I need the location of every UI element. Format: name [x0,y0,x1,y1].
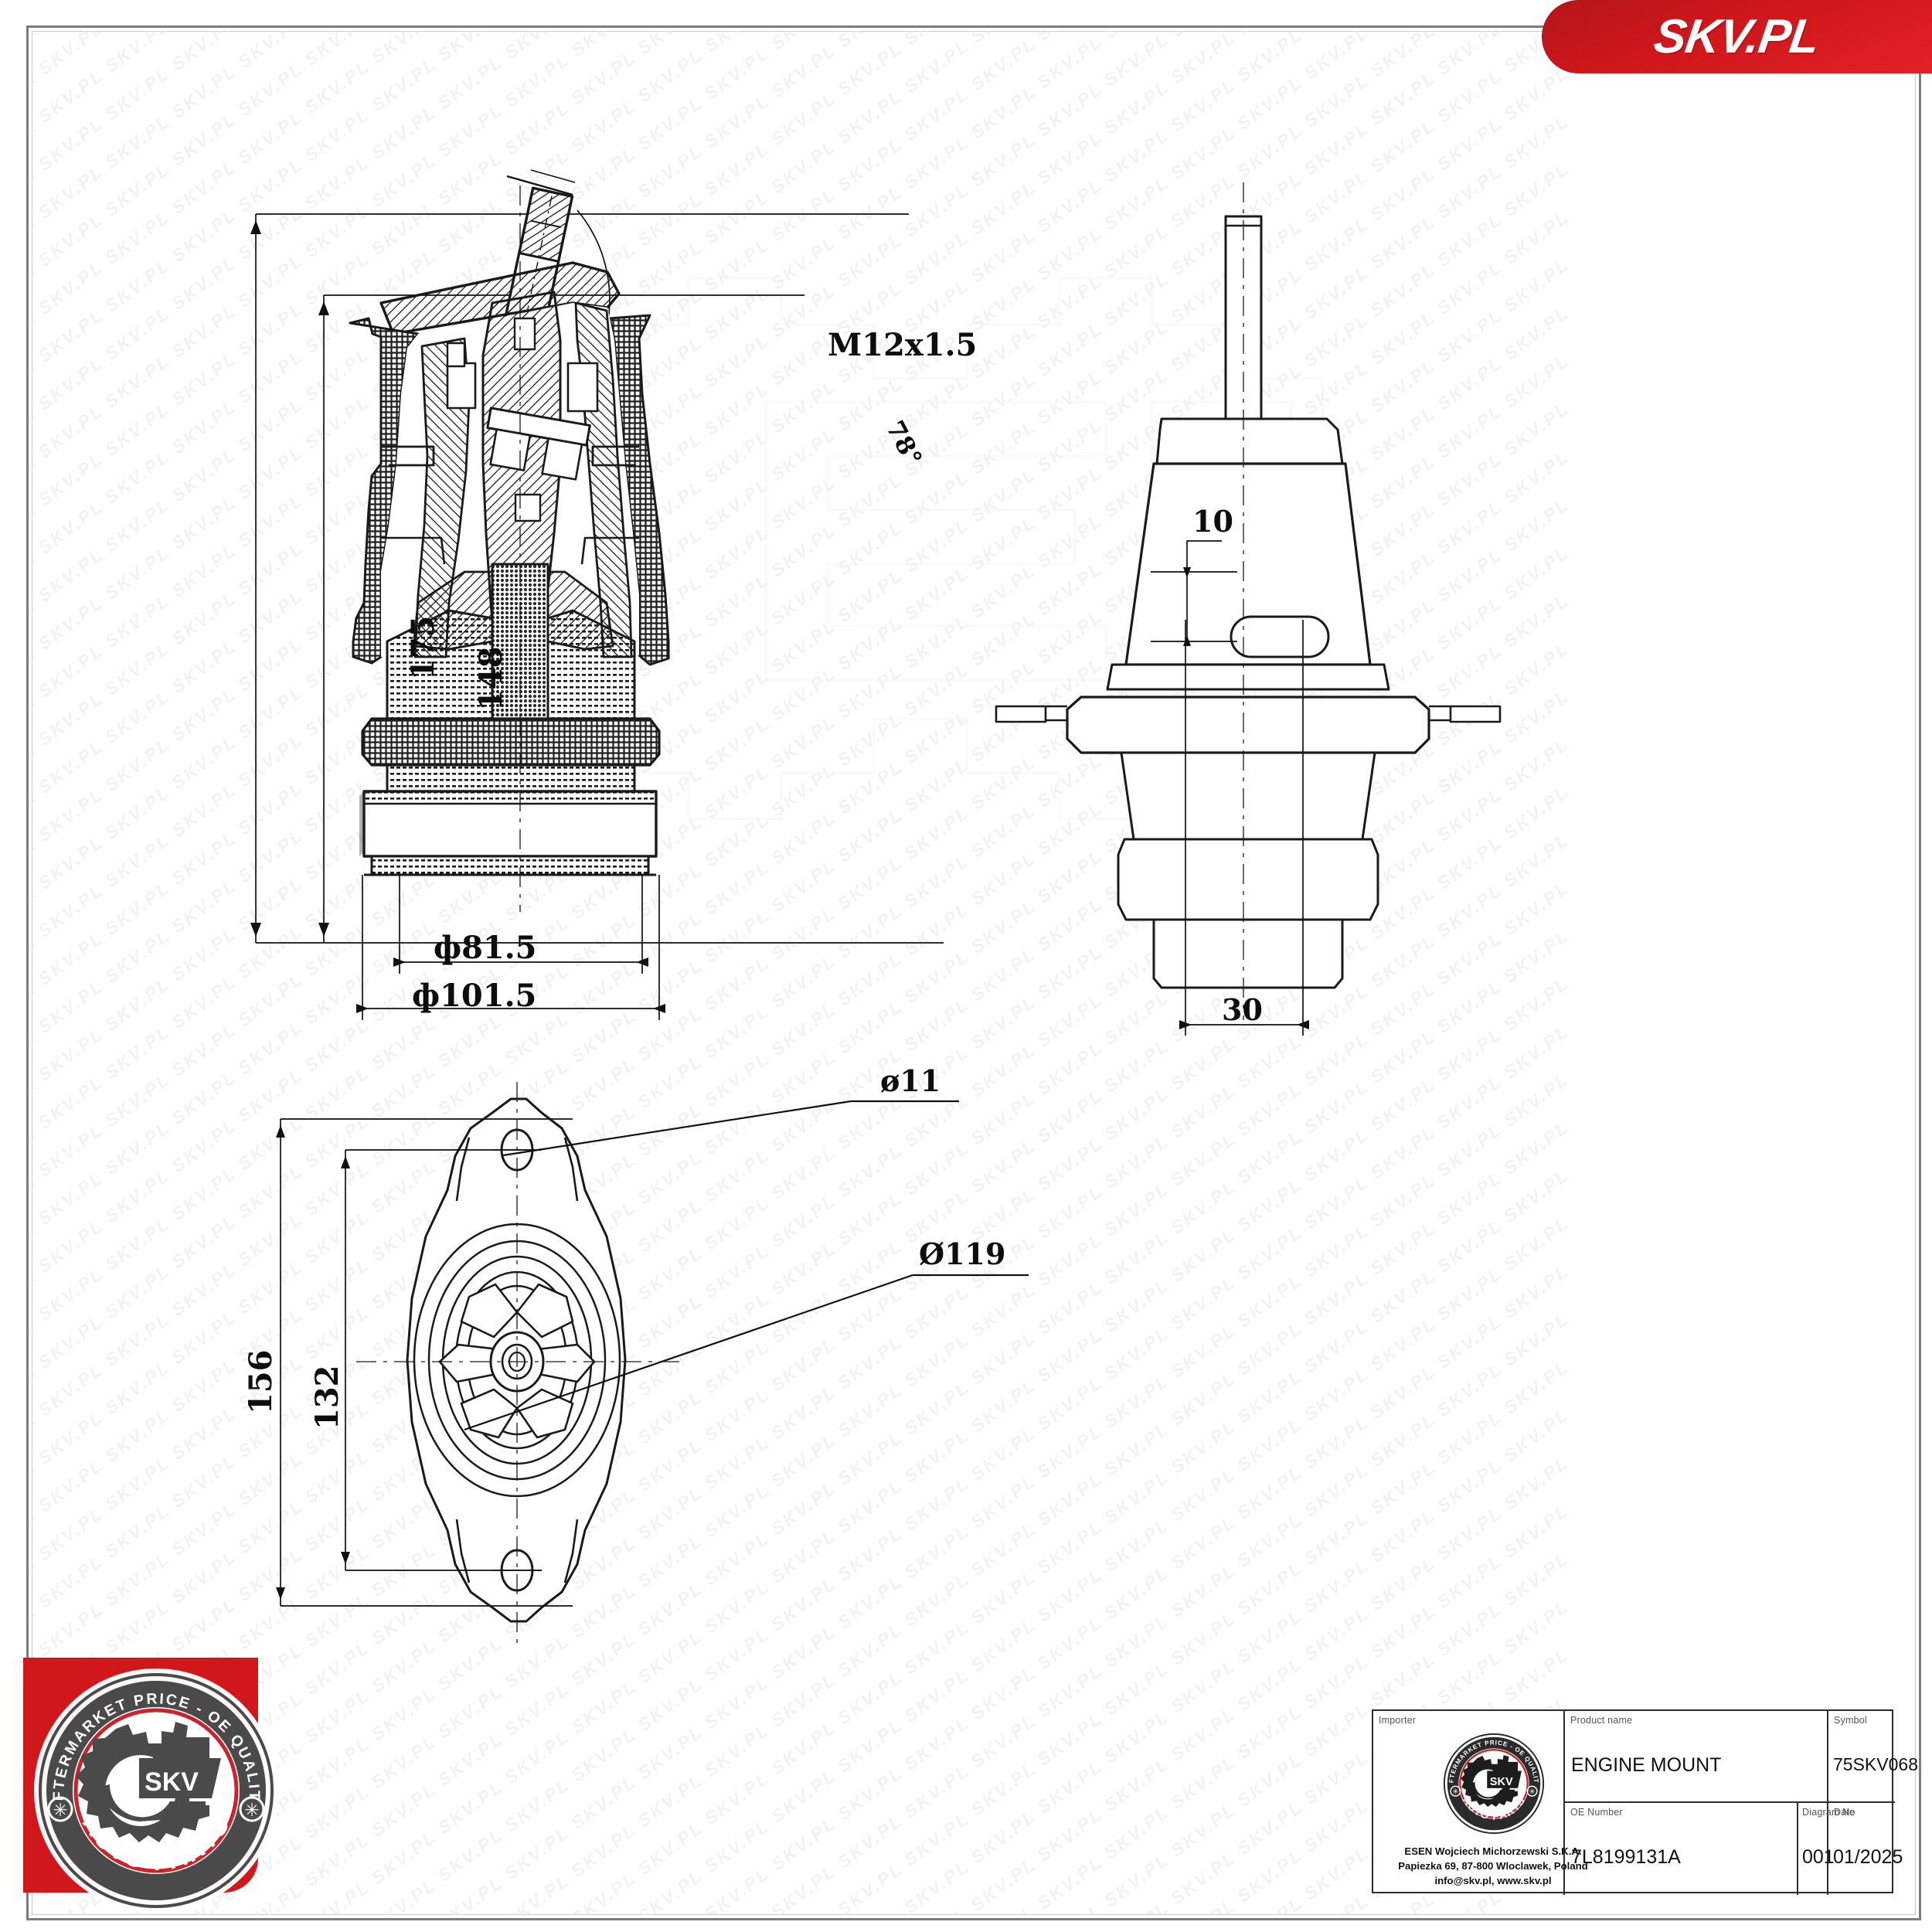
tb-label-date: Date [1834,1807,1855,1818]
technical-drawing: M12x1.5 78° 175 148 ф81.5 ф101.5 10 30 1… [243,169,1502,1645]
importer-name: ESEN Wojciech Michorzewski S.K.A. [1404,1845,1582,1857]
dim-30-label: 30 [1222,992,1263,1027]
badge-asterisk-icon: ✳ ✳ [47,1796,265,1822]
dim-dia-inner-label: ф81.5 [434,930,537,966]
svg-text:✳: ✳ [53,1801,67,1821]
tb-cell-diagram-no: Diagram No 001 [1798,1803,1855,1895]
svg-text:✳: ✳ [244,1801,259,1821]
badge-center-text: SKV [145,1767,199,1797]
importer-logo-icon: AFTERMARKET PRICE - OE QUALITY AUTO PART… [1441,1731,1546,1835]
dim-10-label: 10 [1192,504,1233,539]
tb-label-diagram-no: Diagram No [1802,1807,1855,1818]
title-block: Importer AFTERMARKET PRICE - OE QUALITY … [1372,1709,1918,1895]
tb-label-oe-number: OE Number [1570,1807,1623,1818]
importer-address: Papiezka 69, 87-800 Wloclawek, Poland [1398,1860,1588,1872]
tb-value-date: 01/2025 [1833,1846,1903,1868]
tb-divider-v1 [1563,1711,1565,1895]
tb-value-diagram-no: 001 [1802,1846,1835,1868]
dim-thread-label: M12x1.5 [828,327,977,363]
tb-cell-importer: Importer AFTERMARKET PRICE - OE QUALITY … [1373,1711,1588,1895]
dim-dia-outer-label: ф101.5 [412,978,536,1014]
svg-text:SKV: SKV [1490,1776,1513,1788]
dim-156-label: 156 [243,1350,279,1415]
importer-contact: info@skv.pl, www.skv.pl [1434,1875,1552,1887]
brand-quality-badge: AFTERMARKET PRICE - OE QUALITY AUTO PART… [23,1658,278,1913]
tb-value-product-name: ENGINE MOUNT [1571,1754,1722,1776]
section-view-front [250,169,944,1020]
dim-175-label: 175 [405,616,441,681]
svg-text:✳: ✳ [1529,1788,1535,1797]
tb-value-oe-number: 7L8199131A [1571,1846,1681,1868]
tb-label-product-name: Product name [1570,1715,1633,1726]
outline-view-side [995,182,1502,1036]
tb-cell-date: Date 01/2025 [1828,1803,1903,1895]
tb-cell-oe-number: OE Number 7L8199131A [1565,1803,1797,1895]
tb-divider-v3 [1827,1711,1828,1895]
tb-label-symbol: Symbol [1834,1715,1867,1726]
tb-label-importer: Importer [1379,1715,1417,1726]
dim-plate-dia-label: Ø119 [919,1236,1005,1271]
tb-cell-symbol: Symbol 75SKV068 [1828,1711,1918,1801]
svg-text:✳: ✳ [1452,1788,1458,1797]
tb-value-symbol: 75SKV068 [1833,1754,1918,1774]
tb-cell-product-name: Product name ENGINE MOUNT [1565,1711,1827,1801]
dim-hole-dia-label: ø11 [880,1063,940,1098]
header-brand-banner: SKV.PL [1542,0,1932,73]
sheet-border-inner [32,31,1916,1915]
sheet-border-outer [26,26,1921,1920]
tb-divider-h1 [1563,1801,1895,1803]
plan-view-bottom [276,1082,1029,1645]
tb-divider-v2 [1797,1802,1798,1895]
dim-148-label: 148 [473,647,509,712]
badge-gear-icon [76,1722,221,1842]
dim-132-label: 132 [309,1366,345,1430]
dim-angle-label: 78° [880,416,928,471]
